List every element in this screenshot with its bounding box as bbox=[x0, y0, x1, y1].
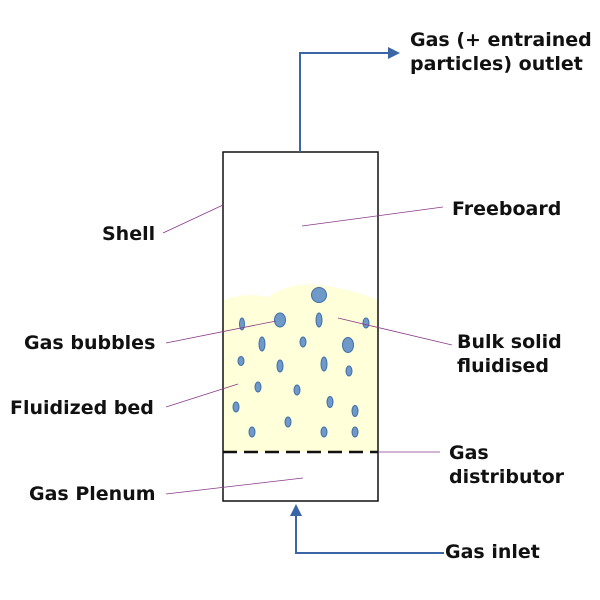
leader-line-plenum bbox=[165, 477, 304, 495]
outlet-label-line2: particles) outlet bbox=[410, 53, 583, 75]
bubble bbox=[258, 336, 266, 352]
inlet-arrow-line bbox=[295, 514, 444, 554]
leader-line-fluidized-bed bbox=[165, 383, 239, 408]
bubble bbox=[232, 401, 240, 413]
gas-distributor-label-line2: distributor bbox=[449, 466, 565, 488]
inlet-arrowhead bbox=[290, 504, 302, 516]
bubble bbox=[276, 359, 284, 373]
gas-inlet-label: Gas inlet bbox=[445, 541, 540, 563]
bulk-solid-label: Bulk solid fluidised bbox=[457, 330, 562, 378]
gas-bubbles-group bbox=[232, 287, 370, 438]
bubble bbox=[342, 337, 354, 353]
gas-plenum-label: Gas Plenum bbox=[29, 483, 156, 505]
bubble bbox=[293, 384, 301, 396]
outlet-arrow-line bbox=[299, 52, 388, 152]
bubble bbox=[351, 405, 359, 417]
shell-label: Shell bbox=[102, 223, 156, 245]
leader-lines bbox=[162, 204, 453, 495]
bubble bbox=[237, 356, 245, 366]
bubble bbox=[299, 336, 307, 348]
bubble bbox=[274, 312, 286, 328]
bubble bbox=[254, 381, 262, 393]
bubble bbox=[345, 365, 353, 377]
leader-line-gas-bubbles bbox=[165, 320, 277, 344]
leader-line-freeboard bbox=[301, 206, 444, 227]
bubble bbox=[362, 317, 370, 329]
bubble bbox=[315, 312, 323, 328]
outlet-arrowhead bbox=[388, 47, 400, 59]
fluidized-bed-region bbox=[223, 284, 378, 452]
gas-distributor-label-line1: Gas bbox=[449, 442, 489, 464]
bubble bbox=[320, 426, 328, 438]
bulk-solid-label-line1: Bulk solid bbox=[457, 331, 562, 353]
bubble bbox=[311, 287, 327, 303]
outlet-label: Gas (+ entrained particles) outlet bbox=[410, 28, 592, 76]
fluidized-bed-label: Fluidized bed bbox=[10, 397, 154, 419]
bubble bbox=[284, 416, 292, 428]
bubble bbox=[326, 396, 334, 408]
bulk-solid-label-line2: fluidised bbox=[457, 355, 550, 377]
bubble bbox=[248, 426, 256, 438]
gas-bubbles-label: Gas bubbles bbox=[24, 332, 156, 354]
bubble bbox=[351, 426, 359, 438]
bubble bbox=[239, 317, 245, 331]
bubble bbox=[320, 356, 328, 372]
leader-line-bulk-solid bbox=[337, 317, 453, 346]
outlet-label-line1: Gas (+ entrained bbox=[410, 29, 592, 51]
leader-line-shell bbox=[162, 204, 224, 234]
freeboard-label: Freeboard bbox=[452, 198, 562, 220]
gas-distributor-label: Gas distributor bbox=[449, 441, 564, 489]
